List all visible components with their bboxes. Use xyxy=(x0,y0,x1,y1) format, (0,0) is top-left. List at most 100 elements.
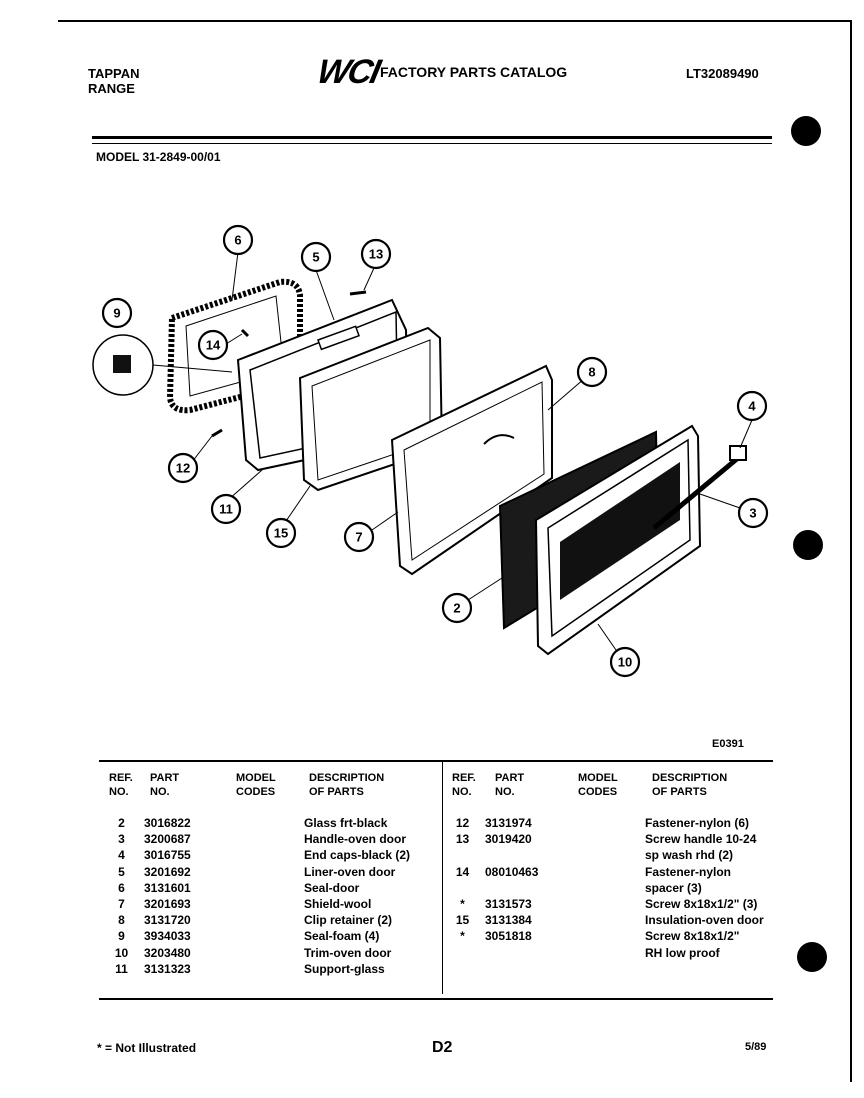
callout-2: 2 xyxy=(441,592,473,624)
description: RH low proof xyxy=(645,945,720,960)
ref-no xyxy=(440,880,485,896)
description: Fastener-nylon xyxy=(645,864,732,879)
part-no: 3131384 xyxy=(485,913,532,928)
description: spacer (3) xyxy=(645,880,702,895)
catalog-number: LT32089490 xyxy=(686,66,759,81)
brand-name: TAPPAN RANGE xyxy=(88,66,140,96)
part-no: 3201692 xyxy=(144,864,191,879)
callout-2-label: 2 xyxy=(453,601,460,616)
callout-12: 12 xyxy=(167,452,199,484)
model-codes xyxy=(571,880,645,896)
ref-no: 4 xyxy=(118,848,125,863)
ref-no: 12 xyxy=(455,816,470,830)
part-no: 3200687 xyxy=(144,832,191,847)
header-part-line1: PART xyxy=(150,772,180,784)
ref-no: 14 xyxy=(455,864,470,879)
model-codes xyxy=(230,961,304,977)
description: Handle-oven door xyxy=(304,832,407,847)
page-frame xyxy=(58,20,852,1082)
callout-13: 13 xyxy=(360,238,392,270)
callout-4-label: 4 xyxy=(748,399,756,414)
part-no: 3203480 xyxy=(144,945,191,960)
not-illustrated-note: * = Not Illustrated xyxy=(97,1041,197,1055)
table-row: RH low proof xyxy=(440,945,776,961)
header-part-right: PART NO. xyxy=(495,771,524,799)
header-model-right: MODEL CODES xyxy=(578,771,618,799)
header-part-left: PART NO. xyxy=(150,771,179,799)
model-codes xyxy=(230,928,304,944)
part-no: 08010463 xyxy=(485,864,539,879)
callout-14-label: 14 xyxy=(206,338,221,353)
description: sp wash rhd (2) xyxy=(645,848,734,863)
callout-3: 3 xyxy=(737,497,769,529)
callout-9: 9 xyxy=(101,297,133,329)
diagram-code: E0391 xyxy=(712,738,744,750)
ref-no xyxy=(440,847,485,863)
table-divider xyxy=(442,762,443,994)
header-model-line2: CODES xyxy=(236,786,276,798)
part-no: 3131573 xyxy=(485,896,532,911)
description: End caps-black (2) xyxy=(304,848,411,863)
description: Seal-door xyxy=(304,880,360,895)
header-part-line2: NO. xyxy=(150,786,170,798)
seal-foam-detail xyxy=(92,334,233,396)
callout-11-label: 11 xyxy=(219,502,233,517)
description: Seal-foam (4) xyxy=(304,929,380,944)
header-ref-right: REF. NO. xyxy=(452,771,476,799)
callout-11: 11 xyxy=(210,493,242,525)
ref-no: * xyxy=(460,929,465,944)
ref-no: 7 xyxy=(118,896,125,911)
ref-no: 11 xyxy=(115,961,128,976)
callout-13-label: 13 xyxy=(369,247,383,262)
header-part-line2: NO. xyxy=(495,786,515,798)
header-model-left: MODEL CODES xyxy=(236,771,276,799)
catalog-title: FACTORY PARTS CATALOG xyxy=(380,64,568,80)
callout-7: 7 xyxy=(343,521,375,553)
header-desc-left: DESCRIPTION OF PARTS xyxy=(309,771,384,799)
header-desc-right: DESCRIPTION OF PARTS xyxy=(652,771,727,799)
brand-line-1: TAPPAN xyxy=(88,66,140,81)
ref-no: * xyxy=(460,896,465,911)
part-no: 3016755 xyxy=(144,848,191,863)
ref-no: 6 xyxy=(118,880,125,895)
parts-table xyxy=(99,760,773,1000)
model-codes xyxy=(571,864,645,880)
ref-no: 2 xyxy=(118,816,125,830)
table-row: sp wash rhd (2) xyxy=(440,847,776,863)
model-codes xyxy=(571,847,645,863)
header-desc-line1: DESCRIPTION xyxy=(652,772,728,784)
description: Liner-oven door xyxy=(304,864,396,879)
header-part-line1: PART xyxy=(495,772,525,784)
description: Glass frt-black xyxy=(304,816,388,830)
callout-15: 15 xyxy=(265,517,297,549)
description: Insulation-oven door xyxy=(645,913,764,928)
ref-no: 3 xyxy=(118,832,125,847)
description: Screw 8x18x1/2" (3) xyxy=(645,896,758,911)
description: Shield-wool xyxy=(304,896,372,911)
binder-hole-top xyxy=(791,116,821,146)
part-no: 3019420 xyxy=(485,832,532,847)
page-number: D2 xyxy=(432,1039,453,1056)
callout-5: 5 xyxy=(300,241,332,273)
table-row: 4 3016755 End caps-black (2) xyxy=(99,847,439,863)
part-no: 3201693 xyxy=(144,896,191,911)
description: Screw handle 10-24 xyxy=(645,832,757,847)
description: Trim-oven door xyxy=(304,945,392,960)
model-codes xyxy=(230,945,304,961)
model-codes xyxy=(571,912,645,928)
callout-6-label: 6 xyxy=(234,233,241,248)
model-codes xyxy=(230,912,304,928)
model-codes xyxy=(230,815,304,831)
table-row: 3 3200687 Handle-oven door xyxy=(99,831,439,847)
part-no: 3131323 xyxy=(144,961,191,976)
callout-9-label: 9 xyxy=(113,306,120,321)
model-codes xyxy=(571,831,645,847)
table-row: 7 3201693 Shield-wool xyxy=(99,896,439,912)
description: Clip retainer (2) xyxy=(304,913,393,928)
part-no xyxy=(485,880,571,896)
header-desc-line2: OF PARTS xyxy=(309,786,364,798)
